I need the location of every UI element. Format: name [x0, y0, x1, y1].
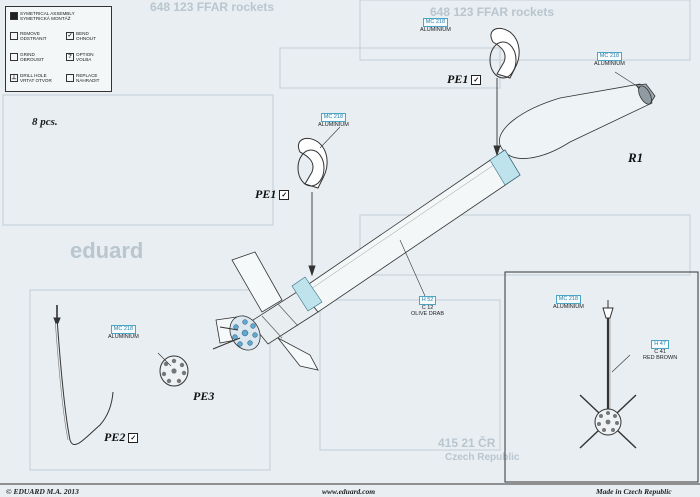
website-link[interactable]: www.eduard.com: [322, 487, 376, 496]
pe1-clip-top: [489, 27, 520, 79]
paint-callout: MC 218 ALUMINIUM: [420, 18, 451, 33]
paint-name: ALUMINIUM: [318, 121, 349, 128]
showthrough-text-e: Czech Republic: [445, 452, 520, 463]
paint-callout: MC 218 ALUMINIUM: [318, 113, 349, 128]
option-icon: ?: [66, 53, 74, 61]
paint-name: ALUMINIUM: [108, 333, 139, 340]
legend-label: SYMETRICAL ASSEMBLY: [20, 11, 75, 16]
part-label-pe2: PE2✓: [104, 430, 139, 445]
paint-name: ALUMINIUM: [420, 26, 451, 33]
paint-callout: MC 218 ALUMINIUM: [108, 325, 139, 340]
showthrough-text-b: 648 123 FFAR rockets: [430, 5, 555, 19]
legend-label: REMOVE: [20, 31, 40, 36]
paint-code: MC 218: [422, 18, 449, 27]
legend-label: OPTION: [76, 52, 94, 57]
paint-name: OLIVE DRAB: [411, 311, 445, 317]
paint-callout: H 47 C 41 RED BROWN: [643, 340, 677, 362]
showthrough-text-d: 415 21 ČR: [438, 436, 496, 450]
legend-label: BEND: [76, 31, 89, 36]
drill-icon: ⊥: [10, 74, 18, 82]
pe3-plate: [157, 352, 189, 387]
replace-icon: [66, 74, 74, 82]
part-code: PE2: [104, 430, 126, 444]
paint-name: RED BROWN: [643, 355, 678, 361]
symmetry-icon: [10, 12, 18, 20]
part-code: PE1: [255, 187, 277, 201]
quantity-label: 8 pcs.: [32, 116, 58, 128]
inset-rear-view: [579, 300, 637, 449]
footer: © EDUARD M.A. 2013 www.eduard.com Made i…: [0, 484, 700, 497]
grind-icon: [10, 53, 18, 61]
bend-check-icon: ✓: [279, 190, 290, 200]
paint-name: ALUMINIUM: [594, 60, 625, 67]
showthrough-text-c: eduard: [70, 238, 144, 263]
copyright-text: © EDUARD M.A. 2013: [6, 487, 79, 496]
paint-code: H 52: [418, 296, 437, 305]
legend-label-cz: OBROUSIT: [20, 57, 44, 62]
legend-label: REPLACE: [76, 73, 98, 78]
origin-text: Made in Czech Republic: [596, 487, 672, 496]
paint-code: MC 218: [320, 113, 347, 122]
part-code: PE1: [447, 72, 469, 86]
paint-callout: MC 218 ALUMINIUM: [594, 52, 625, 67]
showthrough-text-a: 648 123 FFAR rockets: [150, 0, 275, 14]
part-label-pe1-mid: PE1✓: [255, 187, 290, 202]
bend-check-icon: ✓: [128, 433, 139, 443]
pe2-wire: [53, 305, 114, 446]
part-label-pe3: PE3: [193, 389, 215, 403]
paint-code: H 47: [651, 340, 669, 349]
legend-label: GRIND: [20, 52, 35, 57]
inset-frame: [504, 271, 699, 483]
legend-label-cz: SYMETRICKÁ MONTÁŽ: [20, 16, 71, 21]
legend-label: DRILL HOLE: [20, 73, 47, 78]
bend-icon: ✓: [66, 32, 74, 40]
paint-code: MC 218: [596, 52, 623, 61]
paint-code-secondary: C 41: [654, 348, 666, 355]
remove-icon: [10, 32, 18, 40]
legend-label-cz: OHNOUT: [76, 36, 96, 41]
legend-label-cz: ODSTRANIT: [20, 36, 47, 41]
part-label-r1: R1: [628, 150, 644, 165]
legend-label-cz: VOLBA: [76, 57, 92, 62]
paint-code: MC 218: [555, 295, 582, 304]
paint-name: ALUMINIUM: [553, 303, 584, 310]
part-label-pe1-top: PE1✓: [447, 72, 482, 87]
bend-check-icon: ✓: [471, 75, 482, 85]
paint-code: MC 218: [110, 325, 137, 334]
legend-label-cz: NAHRADIT: [76, 78, 100, 83]
pe1-clip-mid: [297, 137, 328, 189]
paint-callout: MC 218 ALUMINIUM: [553, 295, 584, 310]
rocket-r1: [212, 83, 656, 371]
paint-callout: H 52 C 12 OLIVE DRAB: [411, 296, 444, 318]
paint-code-secondary: C 12: [421, 304, 434, 311]
legend-label-cz: VRTAT OTVOR: [20, 78, 52, 83]
